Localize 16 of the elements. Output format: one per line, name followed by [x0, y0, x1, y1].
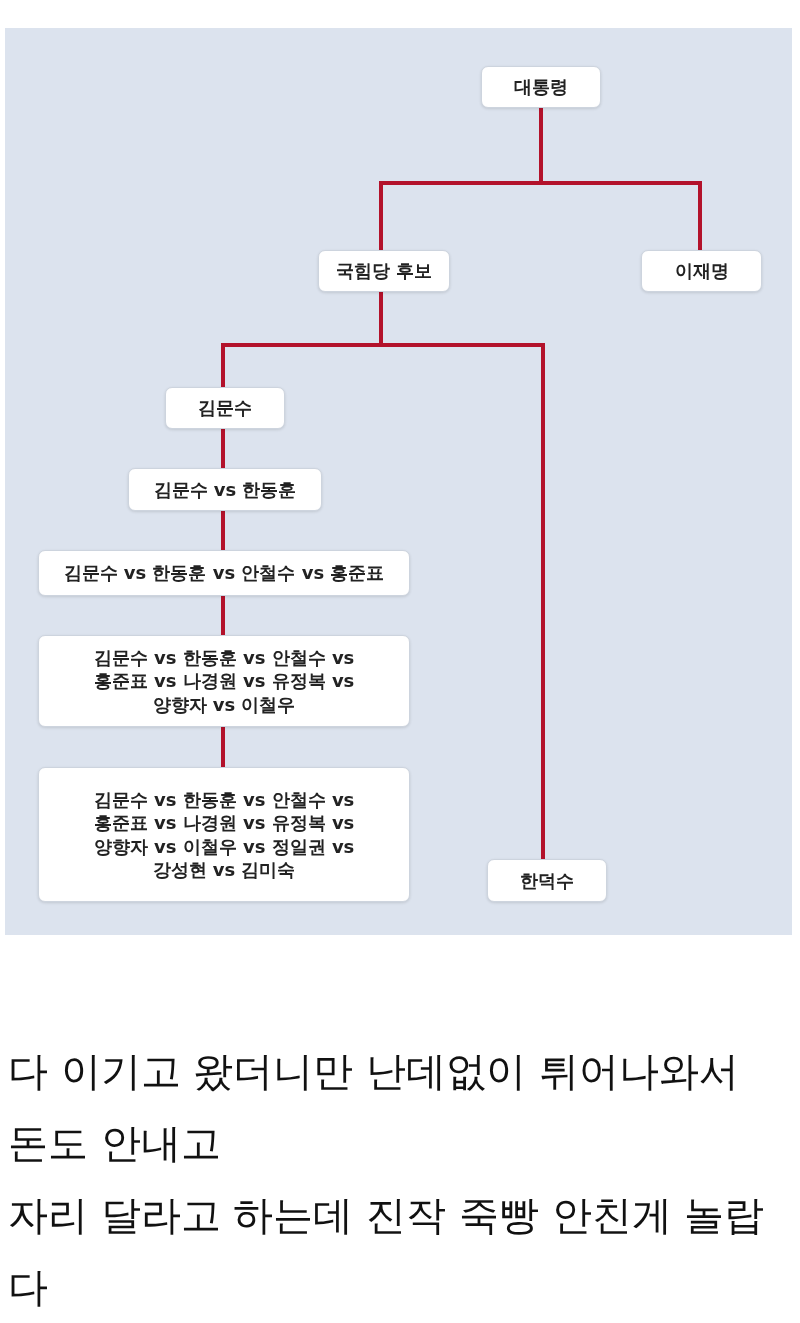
chart-box: 한덕수	[487, 859, 607, 902]
connector-line	[221, 596, 225, 635]
chart-box: 김문수 vs 한동훈 vs 안철수 vs 홍준표 vs 나경원 vs 유정복 vs 양향자 vs 이철우	[38, 635, 410, 727]
chart-box: 김문수 vs 한동훈	[128, 468, 322, 511]
comment-text: 돈도 안내고	[8, 1119, 222, 1168]
chart-box: 대통령	[481, 66, 601, 108]
chart-box: 김문수	[165, 387, 285, 429]
chart-box: 김문수 vs 한동훈 vs 안철수 vs 홍준표 vs 나경원 vs 유정복 vs 양향자 vs 이철우 vs 정일권 vs 강성현 vs 김미숙	[38, 767, 410, 902]
comment-text: 다 이기고 왔더니만 난데없이 튀어나와서	[8, 1047, 740, 1096]
chart-box: 김문수 vs 한동훈 vs 안철수 vs 홍준표	[38, 550, 410, 596]
comment-text: 자리 달라고 하는데 진작 죽빵 안친게 놀랍다	[8, 1191, 766, 1312]
chart-box: 이재명	[641, 250, 762, 292]
connector-line	[221, 429, 225, 468]
connector-line	[221, 727, 225, 767]
connector-line	[221, 511, 225, 550]
chart-box: 국힘당 후보	[318, 250, 450, 292]
